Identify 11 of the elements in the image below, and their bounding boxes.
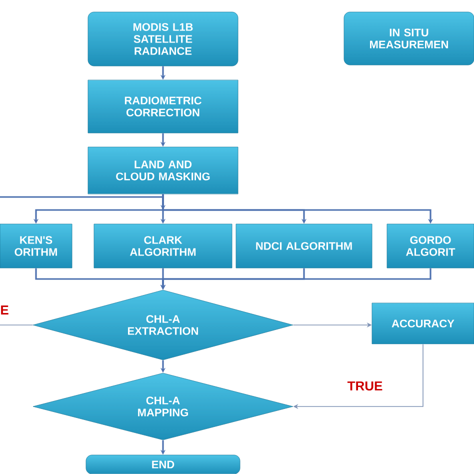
process-box: ACCURACY <box>372 302 474 344</box>
process-box: NDCI ALGORITHM <box>236 224 372 268</box>
process-box: CLARK ALGORITHM <box>94 224 232 268</box>
process-box: RADIOMETRIC CORRECTION <box>88 80 238 134</box>
process-box: KEN'S ORITHM <box>0 224 72 268</box>
process-box: GORDO ALGORIT <box>386 224 474 268</box>
terminal-box: MODIS L1B SATELLITE RADIANCE <box>88 12 238 66</box>
terminal-box: IN SITU MEASUREMEN <box>344 12 474 66</box>
terminal-box: END <box>86 454 240 474</box>
process-box: LAND AND CLOUD MASKING <box>88 146 238 194</box>
condition-label: E <box>1 306 8 314</box>
